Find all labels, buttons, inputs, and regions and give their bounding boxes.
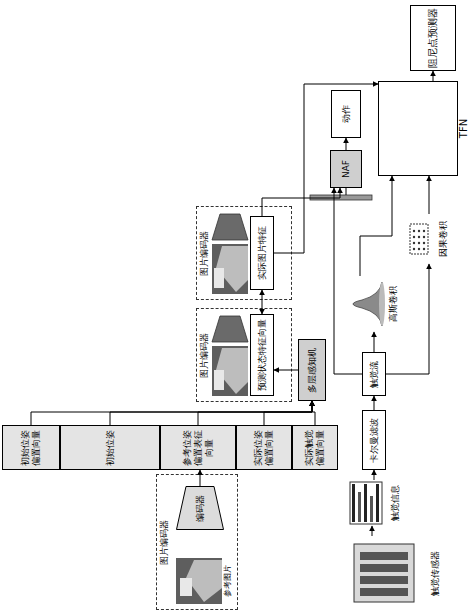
encoder-trapezoid: 编码器 (176, 486, 224, 530)
concat-bar (310, 195, 372, 200)
gaussian-node: 高斯卷积 (340, 276, 400, 332)
connector-arrow (264, 401, 312, 425)
node-label: 实际触觉偏置向量 (304, 427, 326, 468)
encoder-trapezoid (212, 214, 248, 240)
tactile-stripe (352, 484, 355, 522)
node-label: 初始位姿 (105, 430, 116, 466)
object-shape (180, 578, 192, 596)
tactile-stripe (370, 496, 373, 522)
gaussian-icon (353, 282, 382, 326)
tactile-stripe (364, 484, 367, 522)
trapezoid-shape (177, 487, 224, 530)
causal-conv-icon (410, 224, 428, 254)
node-label: 实际图片特征 (257, 226, 268, 280)
reference-photo (176, 558, 222, 604)
bar-wire (346, 188, 347, 195)
node-label: 参考位姿偏置表征向量 (182, 427, 215, 468)
causal-dots (413, 230, 425, 250)
node-label: TFN (458, 82, 470, 175)
process-box: 卡尔曼滤波 (362, 410, 386, 470)
vector-cell: 初始位姿 (60, 425, 160, 470)
tfn-box: TFN (378, 81, 458, 176)
sensor-body (354, 544, 414, 602)
connector-arrow (31, 401, 312, 425)
node-label: 编码器 (195, 495, 206, 522)
predicted-photo (212, 346, 248, 396)
encoder-group: 图片编码器 实际图片特征 (196, 206, 292, 300)
connector-arrow (110, 401, 312, 425)
node-label: 初始位姿偏置向量 (20, 427, 42, 468)
feature-box: 实际图片特征 (250, 216, 274, 290)
tactile-image (350, 482, 382, 524)
node-label: 因果卷积 (438, 221, 449, 257)
actual-photo (212, 244, 248, 294)
vector-cell: 初始位姿偏置向量 (2, 425, 60, 470)
tactile-stripe (358, 492, 361, 522)
connector-arrow (312, 401, 315, 425)
vector-cell: 参考位姿偏置表征向量 (160, 425, 236, 470)
vector-cell: 实际位姿偏置向量 (236, 425, 292, 470)
sensor-strip (360, 576, 408, 584)
node-label: 阻尼点预测器 (427, 8, 439, 68)
connector-arrow (198, 401, 312, 425)
sensor-strip (360, 552, 408, 560)
node-label: 动作 (341, 105, 352, 123)
connector-arrow (274, 84, 378, 253)
connector-arrow (433, 71, 434, 81)
node-label: 触觉传感器 (430, 551, 441, 596)
mlp-box: 多层感知机 (298, 339, 326, 401)
connector-arrow (274, 370, 298, 371)
connector-arrow (200, 470, 201, 486)
feature-box: 预测状态特征向量 (250, 314, 274, 396)
node-label: NAF (341, 160, 352, 178)
node-label: 预测状态特征向量 (257, 319, 268, 391)
connector-arrow (346, 138, 347, 150)
connector-arrow (374, 470, 375, 480)
predictor-box: 阻尼点预测器 (410, 5, 456, 71)
vector-cell: 实际触觉偏置向量 (292, 425, 338, 470)
node-label: 触觉信息 (390, 485, 401, 521)
node-label: 图片编码器 (199, 333, 210, 378)
node-label: 图片编码器 (159, 520, 170, 565)
encoder-trapezoid (212, 316, 248, 342)
node-label: 多层感知机 (307, 348, 318, 393)
connector-arrow (374, 332, 375, 352)
connector-arrow (429, 176, 430, 214)
annotation-label: 参考图片 (223, 552, 233, 610)
node-label: 触觉流 (369, 361, 380, 388)
sensor-strip (360, 588, 408, 596)
sensor-strip (360, 564, 408, 572)
process-box: 触觉流 (362, 352, 386, 396)
connector-arrow (360, 176, 392, 276)
tactile-info-node: 触觉信息 (348, 480, 402, 526)
causal-node: 因果卷积 (408, 214, 450, 264)
object-shape (214, 268, 224, 288)
action-box: 动作 (331, 90, 361, 138)
connector-arrow (374, 396, 375, 410)
tactile-stripe (376, 484, 379, 522)
connector-arrow (372, 526, 373, 536)
connector-arrow (334, 188, 362, 374)
sensor-node: 触觉传感器 (350, 536, 442, 610)
connector-arrow (386, 264, 429, 374)
node-label: 高斯卷积 (388, 286, 399, 322)
connector-arrow (262, 290, 263, 314)
naf-box: NAF (330, 150, 362, 188)
node-label: 实际位姿偏置向量 (253, 427, 275, 468)
encoder-group: 图片编码器 预测状态特征向量 (196, 308, 292, 402)
gaussian-base (379, 282, 385, 326)
node-label: 图片编码器 (199, 231, 210, 276)
object-shape (214, 370, 224, 390)
node-label: 卡尔曼滤波 (369, 418, 380, 463)
connector-arrow (262, 188, 340, 216)
